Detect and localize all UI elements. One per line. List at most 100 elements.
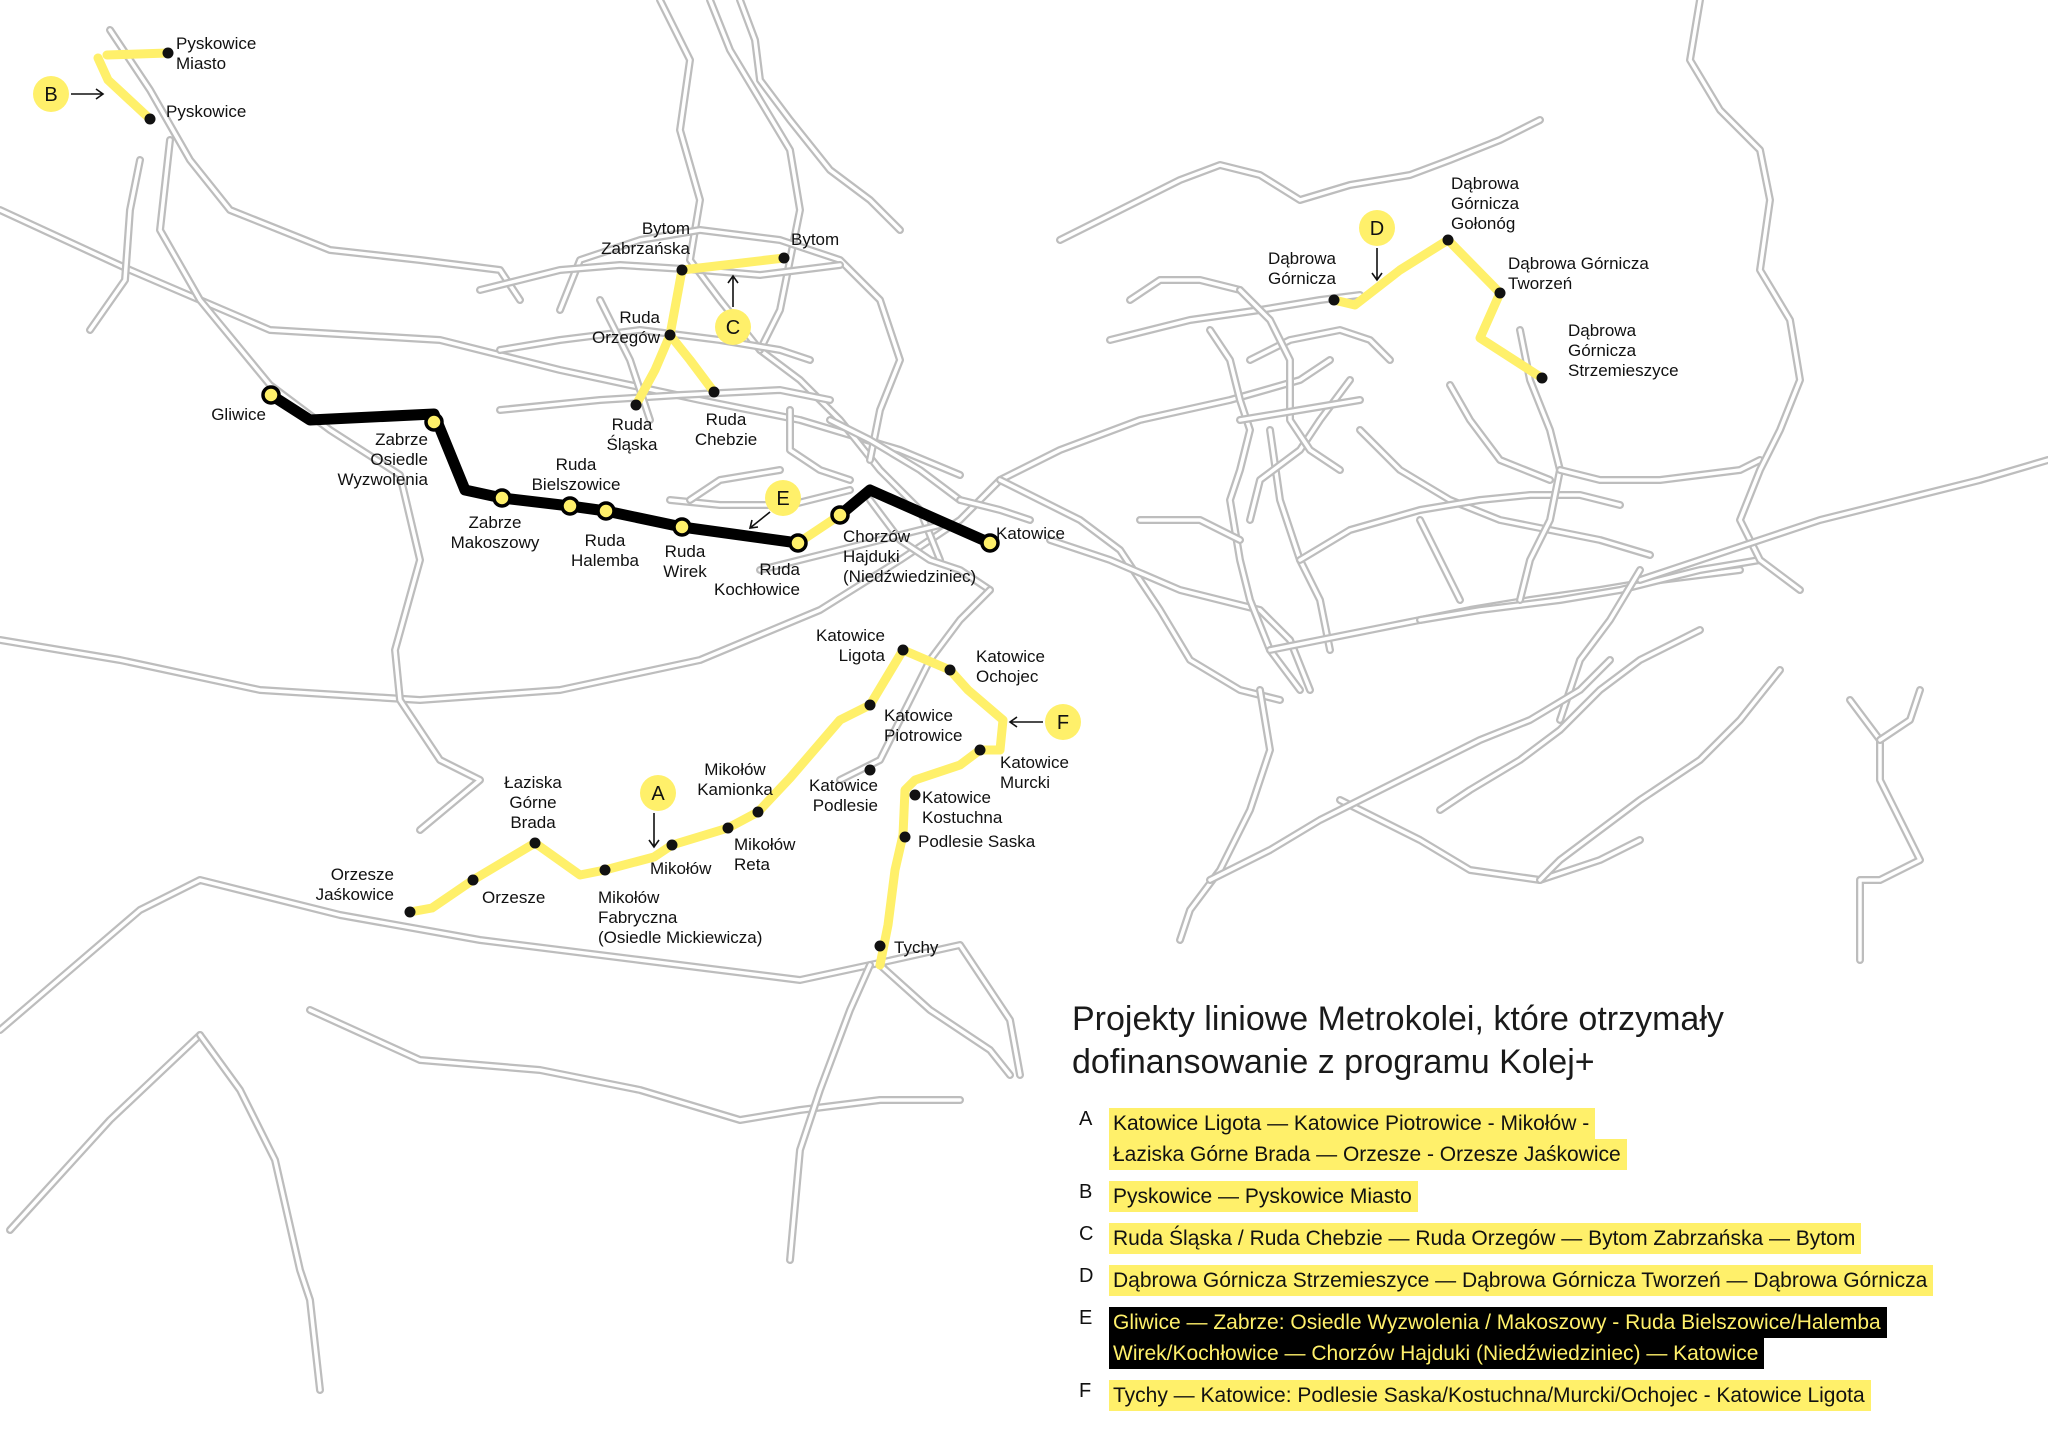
rail-track-inner: [1418, 558, 1762, 622]
legend-letter: E: [1079, 1307, 1093, 1329]
station-label-line: Osiedle: [370, 450, 428, 469]
legend-line-text: Gliwice — Zabrze: Osiedle Wyzwolenia / M…: [1109, 1307, 1887, 1338]
legend-lines: Tychy — Katowice: Podlesie Saska/Kostuch…: [1109, 1380, 2032, 1411]
station-label-pyskowice: Pyskowice: [166, 102, 246, 121]
legend-row-e: E Gliwice — Zabrze: Osiedle Wyzwolenia / …: [1072, 1307, 2032, 1369]
station-label-line: Katowice: [884, 706, 953, 725]
station-label-line: Mikołów: [704, 760, 766, 779]
legend-line-text: Wirek/Kochłowice — Chorzów Hajduki (Nied…: [1109, 1338, 1765, 1369]
station-label-line: Mikołów: [598, 888, 660, 907]
legend-line-text: Ruda Śląska / Ruda Chebzie — Ruda Orzegó…: [1109, 1223, 1862, 1254]
station-label-line: Makoszowy: [451, 533, 540, 552]
station-label-line: Dąbrowa: [1451, 174, 1520, 193]
badge-c: C: [715, 274, 751, 345]
station-label-line: Bytom: [791, 230, 839, 249]
station-label-line: Ruda: [706, 410, 747, 429]
rail-track-inner: [758, 523, 942, 572]
badge-b-letter: B: [44, 84, 57, 106]
rail-track-inner: [708, 0, 802, 352]
station-label-line: Górne: [509, 793, 556, 812]
rail-track-inner: [1208, 328, 1302, 692]
rail-track: [1356, 426, 1654, 559]
station-label-line: Dąbrowa: [1268, 249, 1337, 268]
station-label-line: Ruda: [759, 560, 800, 579]
rail-track-inner: [158, 138, 482, 832]
station-marker-podlesie-saska: [899, 831, 911, 843]
station-label-line: Ruda: [585, 531, 626, 550]
station-label-line: Kochłowice: [714, 580, 800, 599]
rail-track-inner: [558, 228, 902, 462]
rail-track-inner: [198, 1033, 322, 1392]
rail-track: [996, 476, 1284, 704]
station-marker-ruda-wirek: [672, 517, 692, 537]
station-label-line: Reta: [734, 855, 770, 874]
station-marker-katowice-ochojec: [944, 664, 956, 676]
station-label-line: Jaśkowice: [316, 885, 394, 904]
rail-track-inner: [788, 963, 872, 1262]
badge-c-letter: C: [726, 317, 740, 339]
station-marker-mikolow-reta: [722, 822, 734, 834]
station-marker-mikolow-kamionka: [752, 806, 764, 818]
station-label-line: Śląska: [606, 435, 658, 454]
station-label-line: Mikołów: [650, 859, 712, 878]
rail-track-inner: [1558, 568, 1642, 722]
station-marker-ruda-halemba: [596, 501, 616, 521]
station-label-mikolow: Mikołów: [650, 859, 712, 878]
station-label-line: Pyskowice: [166, 102, 246, 121]
line-a-route: [405, 645, 1008, 970]
station-label-line: Chorzów: [843, 527, 911, 546]
station-label-line: Zabrze: [469, 513, 522, 532]
badge-a: A: [640, 775, 676, 849]
rail-track-inner: [1138, 518, 1242, 542]
rail-track-inner: [1438, 628, 1702, 812]
legend-line-text: Katowice Ligota — Katowice Piotrowice - …: [1109, 1108, 1596, 1139]
station-label-line: Podlesie: [813, 796, 878, 815]
station-label-line: Murcki: [1000, 773, 1050, 792]
rail-track-inner: [1688, 0, 1802, 592]
station-label-gliwice: Gliwice: [211, 405, 266, 424]
station-label-katowice: Katowice: [996, 524, 1065, 543]
badge-a-letter: A: [651, 783, 665, 805]
rail-track-inner: [788, 408, 852, 482]
arrow-c: [727, 274, 739, 307]
badge-f: F: [1008, 704, 1081, 740]
rail-track-inner: [738, 0, 902, 232]
station-label-line: Łaziska: [504, 773, 562, 792]
rail-track-inner: [108, 28, 522, 302]
station-label-line: Bytom: [642, 219, 690, 238]
rail-track: [86, 156, 144, 334]
legend-lines: Ruda Śląska / Ruda Chebzie — Ruda Orzegó…: [1109, 1223, 2032, 1254]
badge-d: D: [1359, 210, 1395, 282]
station-marker-orzesze: [467, 874, 479, 886]
rail-track-inner: [8, 1033, 202, 1232]
rail-track: [106, 26, 524, 304]
title-line-2: dofinansowanie z programu Kolej+: [1072, 1043, 1595, 1081]
station-marker-chorzow-hajduki: [830, 505, 850, 525]
title-line-1: Projekty liniowe Metrokolei, które otrzy…: [1072, 1000, 1724, 1038]
station-marker-katowice-piotrowice: [864, 699, 876, 711]
station-label-line: Dąbrowa: [1568, 321, 1637, 340]
rail-track: [1046, 536, 1314, 694]
station-label-line: Brada: [510, 813, 556, 832]
station-label-line: Ruda: [665, 542, 706, 561]
badge-e: E: [748, 480, 801, 529]
rail-track: [656, 0, 944, 564]
rail-track-inner: [1238, 288, 1342, 472]
rail-track-inner: [1638, 458, 2048, 582]
rail-track-inner: [308, 1008, 962, 1122]
station-label-line: Pyskowice: [176, 34, 256, 53]
rail-track-inner: [498, 388, 832, 412]
